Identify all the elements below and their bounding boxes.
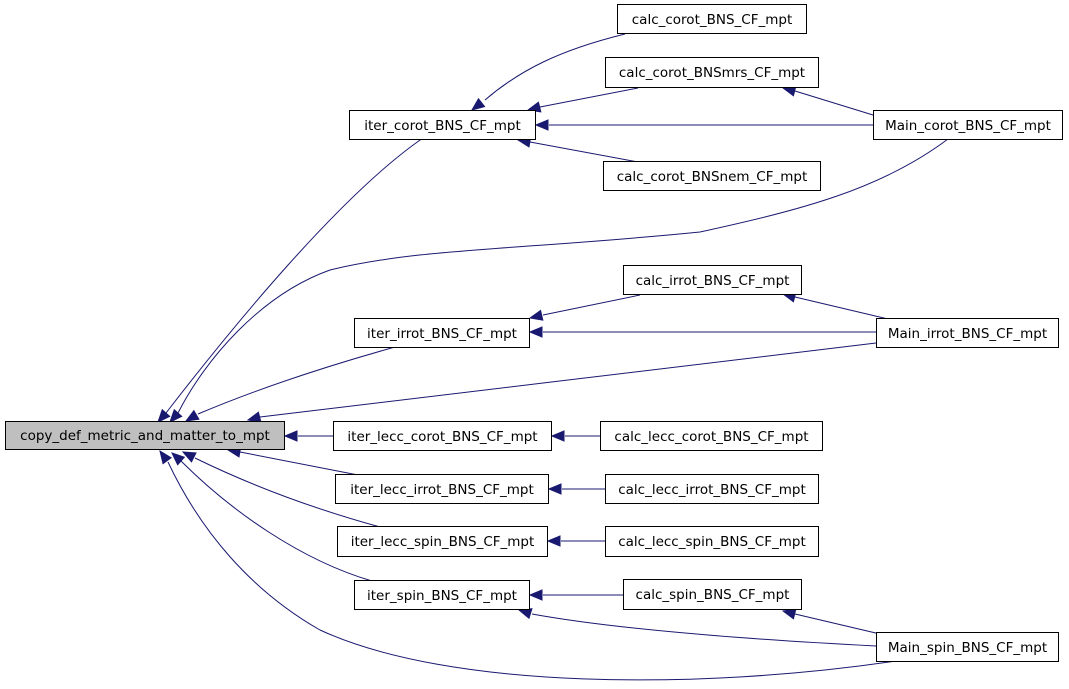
node-iter-lecc-spin-bns-cf-mpt[interactable]: iter_lecc_spin_BNS_CF_mpt [337, 526, 548, 557]
edge-line [484, 33, 626, 101]
node-iter-corot-bns-cf-mpt[interactable]: iter_corot_BNS_CF_mpt [349, 110, 536, 140]
edge-main-irrot-to-copy-def [246, 342, 877, 423]
node-label: Main_irrot_BNS_CF_mpt [888, 326, 1047, 342]
arrowhead-icon [470, 97, 486, 111]
edge-main-corot-to-copy-def [169, 138, 949, 423]
edge-iter-lecc-spin-to-copy-def [181, 451, 381, 528]
node-iter-spin-bns-cf-mpt[interactable]: iter_spin_BNS_CF_mpt [354, 580, 530, 610]
node-calc-lecc-corot-bns-cf-mpt[interactable]: calc_lecc_corot_BNS_CF_mpt [600, 421, 823, 451]
arrowhead-icon [546, 535, 561, 547]
edge-line [165, 137, 424, 414]
node-label: Main_spin_BNS_CF_mpt [888, 640, 1047, 656]
edge-main-irrot-to-calc-irrot [781, 291, 889, 320]
edge-iter-lecc-irrot-to-copy-def [226, 446, 359, 476]
node-calc-spin-bns-cf-mpt[interactable]: calc_spin_BNS_CF_mpt [623, 579, 802, 610]
edge-line [539, 87, 639, 108]
node-label: calc_corot_BNS_CF_mpt [632, 12, 793, 28]
arrowhead-icon [159, 449, 173, 465]
edge-main-irrot-to-iter-irrot [528, 326, 876, 338]
node-iter-lecc-irrot-bns-cf-mpt[interactable]: iter_lecc_irrot_BNS_CF_mpt [335, 474, 549, 504]
node-label: iter_spin_BNS_CF_mpt [367, 588, 517, 604]
arrowhead-icon [246, 411, 262, 423]
edge-line [794, 90, 874, 116]
arrowhead-icon [181, 451, 197, 463]
arrowhead-icon [781, 608, 797, 620]
edge-line [177, 138, 949, 414]
edge-calc-lecc-spin-to-iter-lecc-spin [546, 535, 605, 547]
edge-line [529, 141, 639, 163]
edge-main-spin-to-copy-def [159, 449, 897, 681]
arrowhead-icon [528, 326, 543, 338]
edge-main-corot-to-calc-corot-mrs [781, 85, 874, 116]
arrowhead-icon [169, 408, 183, 423]
edges-layer [157, 33, 949, 681]
node-copy-def-metric-and-matter-to-mpt[interactable]: copy_def_metric_and_matter_to_mpt [5, 421, 285, 450]
edge-line [180, 460, 373, 582]
node-calc-lecc-spin-bns-cf-mpt[interactable]: calc_lecc_spin_BNS_CF_mpt [605, 526, 819, 557]
arrowhead-icon [528, 589, 543, 601]
node-label: calc_corot_BNSmrs_CF_mpt [619, 65, 805, 81]
edge-line [197, 346, 396, 415]
edge-line [167, 461, 897, 681]
node-main-spin-bns-cf-mpt[interactable]: Main_spin_BNS_CF_mpt [876, 632, 1059, 662]
node-label: calc_spin_BNS_CF_mpt [636, 587, 790, 603]
edge-calc-irrot-to-iter-irrot [528, 294, 641, 321]
edge-main-corot-to-iter-corot [534, 119, 873, 131]
node-calc-corot-bnsmrs-cf-mpt[interactable]: calc_corot_BNSmrs_CF_mpt [605, 57, 819, 88]
edge-calc-spin-to-iter-spin [528, 589, 623, 601]
node-label: calc_lecc_corot_BNS_CF_mpt [614, 429, 808, 445]
edge-line [531, 613, 877, 647]
node-calc-lecc-irrot-bns-cf-mpt[interactable]: calc_lecc_irrot_BNS_CF_mpt [605, 474, 819, 504]
node-label: iter_lecc_irrot_BNS_CF_mpt [350, 482, 534, 498]
arrowhead-icon [550, 430, 565, 442]
edge-calc-lecc-irrot-to-iter-lecc-irrot [547, 483, 605, 495]
edge-line [194, 457, 381, 528]
edge-iter-lecc-corot-to-copy-def [283, 430, 333, 442]
arrowhead-icon [157, 408, 171, 423]
edge-calc-lecc-corot-to-iter-lecc-corot [550, 430, 600, 442]
node-iter-lecc-corot-bns-cf-mpt[interactable]: iter_lecc_corot_BNS_CF_mpt [333, 421, 552, 451]
edge-main-spin-to-iter-spin [517, 608, 877, 647]
node-label: calc_lecc_spin_BNS_CF_mpt [618, 534, 806, 550]
arrowhead-icon [171, 452, 186, 466]
edge-calc-corot-nem-to-iter-corot [516, 136, 639, 163]
node-label: calc_lecc_irrot_BNS_CF_mpt [618, 482, 806, 498]
node-calc-corot-bns-cf-mpt[interactable]: calc_corot_BNS_CF_mpt [617, 4, 807, 34]
edge-line [542, 294, 641, 316]
edge-calc-corot-mrs-to-iter-corot [526, 87, 639, 113]
arrowhead-icon [517, 608, 533, 620]
node-main-corot-bns-cf-mpt[interactable]: Main_corot_BNS_CF_mpt [873, 110, 1063, 140]
arrowhead-icon [547, 483, 562, 495]
edge-line [239, 451, 359, 476]
node-label: iter_lecc_spin_BNS_CF_mpt [351, 534, 535, 550]
node-label: calc_irrot_BNS_CF_mpt [636, 273, 790, 289]
edge-iter-spin-to-copy-def [171, 452, 373, 582]
node-label: iter_lecc_corot_BNS_CF_mpt [347, 429, 537, 445]
edge-line [794, 296, 889, 320]
arrowhead-icon [528, 309, 544, 321]
edge-line [794, 613, 881, 635]
node-label: copy_def_metric_and_matter_to_mpt [20, 428, 270, 444]
node-label: calc_corot_BNSnem_CF_mpt [617, 169, 808, 185]
edge-calc-corot-to-iter-corot [470, 33, 626, 111]
node-calc-corot-bnsnem-cf-mpt[interactable]: calc_corot_BNSnem_CF_mpt [603, 161, 821, 191]
node-label: iter_corot_BNS_CF_mpt [364, 118, 521, 134]
edge-line [259, 342, 877, 418]
edge-main-spin-to-calc-spin [781, 608, 881, 635]
node-label: Main_corot_BNS_CF_mpt [885, 118, 1051, 134]
arrowhead-icon [534, 119, 549, 131]
arrowhead-icon [184, 409, 200, 422]
edge-iter-corot-to-copy-def [157, 137, 424, 423]
node-main-irrot-bns-cf-mpt[interactable]: Main_irrot_BNS_CF_mpt [876, 318, 1059, 348]
node-iter-irrot-bns-cf-mpt[interactable]: iter_irrot_BNS_CF_mpt [354, 318, 530, 348]
arrowhead-icon [283, 430, 298, 442]
node-calc-irrot-bns-cf-mpt[interactable]: calc_irrot_BNS_CF_mpt [623, 265, 802, 295]
node-label: iter_irrot_BNS_CF_mpt [367, 326, 517, 342]
edge-iter-irrot-to-copy-def [184, 346, 396, 422]
